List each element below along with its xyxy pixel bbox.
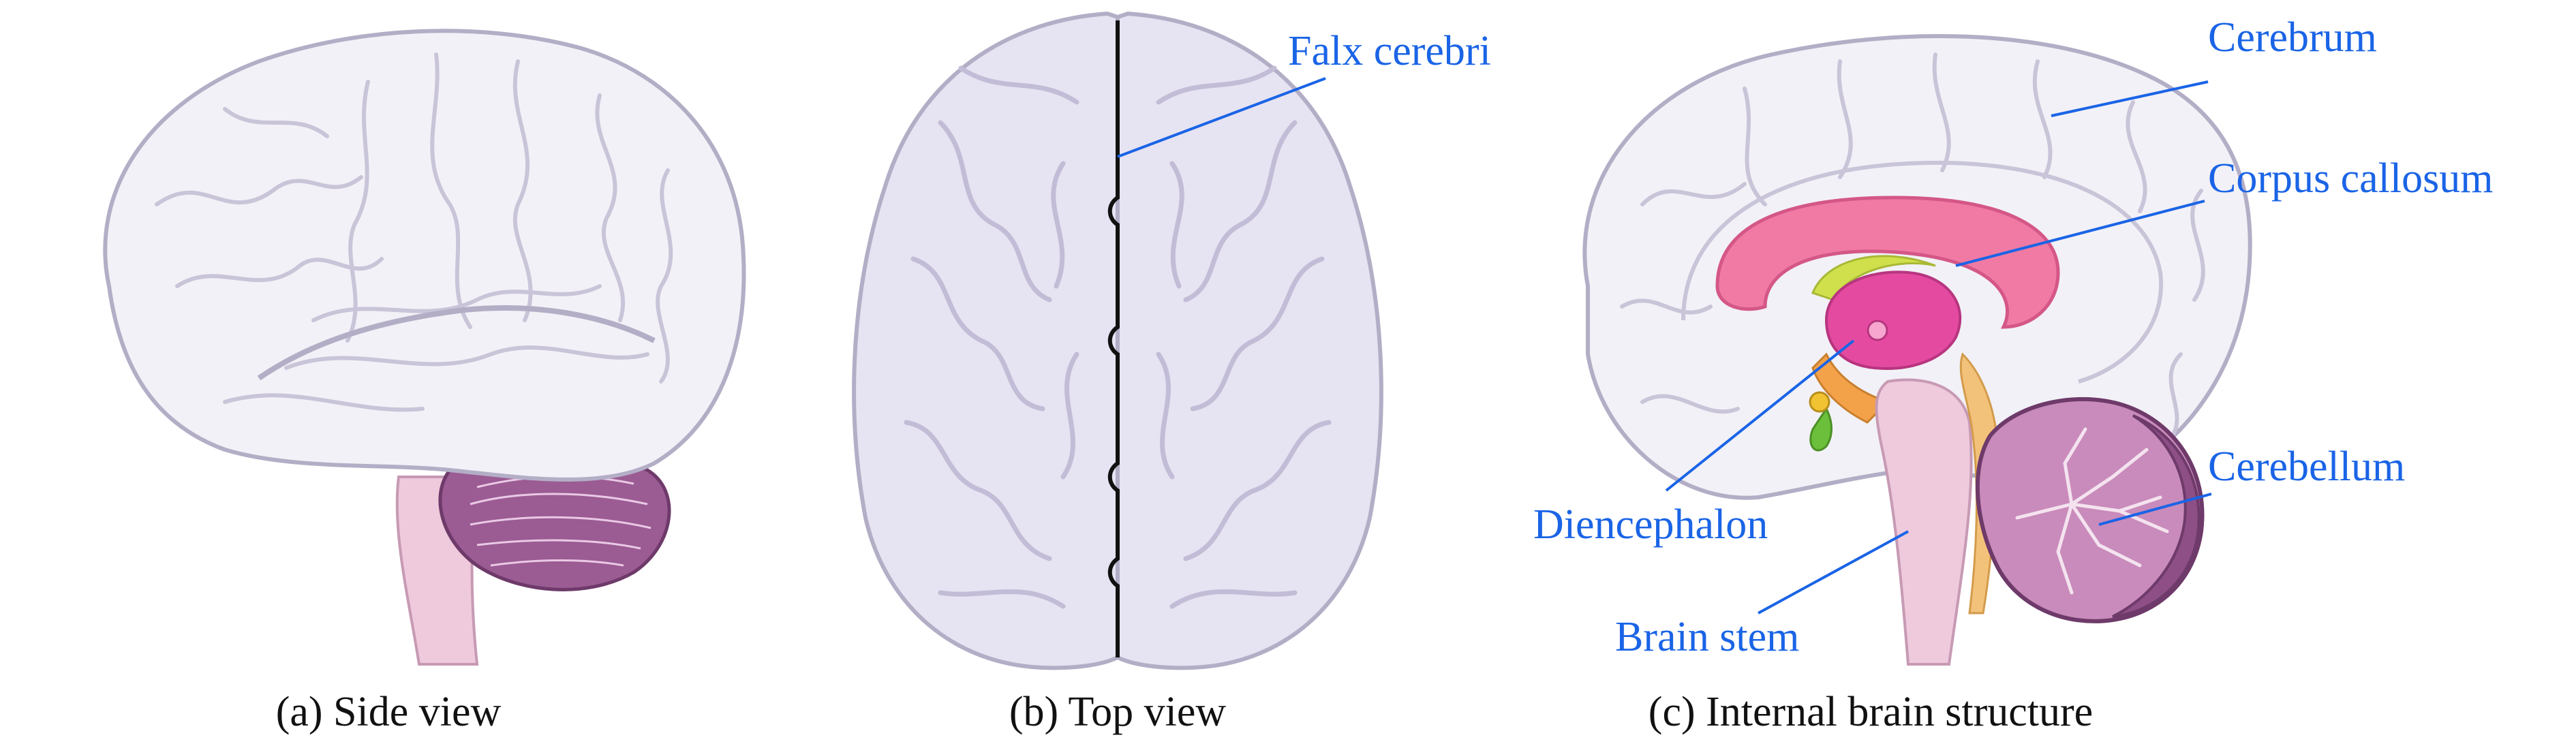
side-cerebrum bbox=[103, 29, 746, 482]
panel-c-caption: (c) Internal brain structure bbox=[1649, 689, 2093, 735]
brain-stem-leader bbox=[1758, 530, 1909, 615]
internal-cerebrum bbox=[1582, 34, 2252, 500]
top-gyri-left bbox=[904, 65, 1079, 609]
cerebellum-leader bbox=[2098, 493, 2212, 526]
label-brain-stem: Brain stem bbox=[1615, 614, 1799, 660]
panel-b-caption: (b) Top view bbox=[1009, 689, 1226, 735]
internal-fornix-band bbox=[1811, 255, 1936, 301]
longitudinal-fissure bbox=[1107, 20, 1120, 657]
falx-cerebri-leader bbox=[1117, 77, 1326, 158]
label-diencephalon: Diencephalon bbox=[1533, 501, 1768, 548]
internal-arbor-vitae bbox=[2015, 427, 2169, 595]
label-cerebrum: Cerebrum bbox=[2208, 14, 2377, 61]
internal-pituitary bbox=[1809, 407, 1833, 452]
internal-interthalamic-adhesion bbox=[1867, 320, 1888, 341]
panel-a-caption: (a) Side view bbox=[276, 689, 502, 735]
panel-c-internal: Cerebrum Corpus callosum Cerebellum Dien… bbox=[1533, 14, 2493, 735]
panel-a-side-view: (a) Side view bbox=[103, 29, 746, 735]
label-falx-cerebri: Falx cerebri bbox=[1288, 28, 1491, 74]
top-gyri-right bbox=[1156, 65, 1332, 609]
internal-cerebrum-gyri bbox=[1620, 52, 2205, 445]
cerebrum-leader bbox=[2051, 80, 2209, 117]
internal-cingulate bbox=[1681, 160, 2164, 384]
internal-corpus-callosum bbox=[1715, 196, 2060, 329]
side-cerebrum-gyri bbox=[155, 52, 673, 412]
label-corpus-callosum: Corpus callosum bbox=[2208, 155, 2493, 202]
side-lateral-sulcus bbox=[257, 305, 656, 381]
panel-b-top-view: Falx cerebri (b) Top view bbox=[852, 11, 1491, 735]
internal-cerebellum-cortex bbox=[2112, 414, 2201, 618]
internal-brainstem bbox=[1875, 378, 1973, 666]
internal-cerebellum bbox=[1975, 397, 2205, 623]
diencephalon-leader bbox=[1665, 339, 1855, 492]
internal-diencephalon bbox=[1824, 270, 1962, 370]
label-cerebellum: Cerebellum bbox=[2208, 444, 2405, 490]
internal-mammillary bbox=[1809, 391, 1830, 413]
corpus-callosum-leader bbox=[1955, 200, 2205, 267]
